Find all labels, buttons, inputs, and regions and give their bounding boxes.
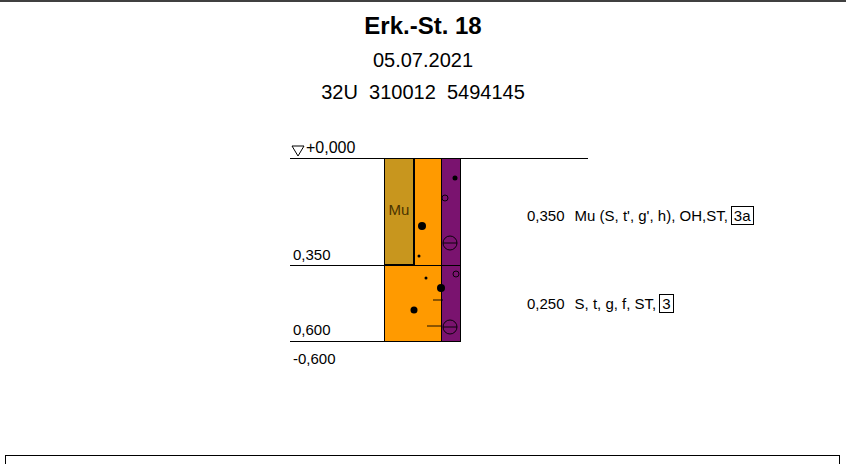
- depth-line: [290, 341, 384, 342]
- depth-label: 0,350: [293, 246, 331, 263]
- thickness-label: 0,250: [527, 295, 565, 312]
- footer-frame: [6, 456, 840, 464]
- soil-class-box: 3: [659, 294, 673, 313]
- soil-class-box: 3a: [731, 206, 754, 225]
- soil-symbols: [411, 176, 458, 314]
- box-text: 3: [662, 295, 670, 312]
- top-rule: [0, 0, 846, 2]
- depth-line: [290, 265, 384, 266]
- level-triangle: [292, 146, 304, 156]
- thickness-label: 0,350: [527, 207, 565, 224]
- soil-column: [441, 158, 460, 341]
- box-text: Mu: [389, 201, 410, 218]
- layer-description: S, t, g, f, ST,: [575, 295, 657, 312]
- elevation-label: +0,000: [306, 139, 355, 157]
- depth-label: 0,600: [293, 321, 331, 338]
- layer-description: Mu (S, t', g', h), OH,ST,: [575, 207, 728, 224]
- column-outline: [384, 158, 461, 342]
- date-text: 05.07.2021: [373, 49, 473, 72]
- box-text: 3a: [734, 207, 751, 224]
- soil-column: [384, 265, 414, 341]
- soil-layer-band: Mu: [384, 158, 414, 265]
- log-title: Erk.-St. 18: [364, 12, 481, 40]
- depth-label: -0,600: [293, 350, 336, 367]
- soil-column: [414, 158, 441, 341]
- soil-symbols: [427, 195, 459, 334]
- coordinates-text: 32U 310012 5494145: [321, 81, 525, 104]
